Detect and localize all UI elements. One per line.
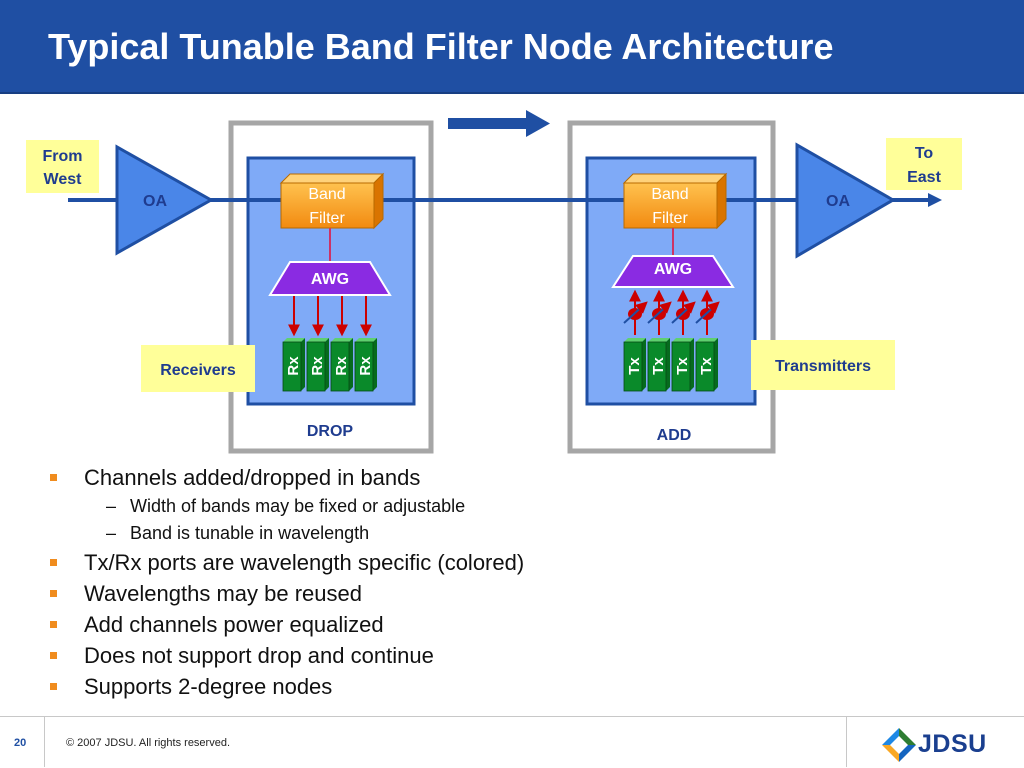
from-west-label-box (26, 140, 99, 193)
amplifier-west-label: OA (143, 193, 167, 210)
title-bar (0, 0, 1024, 92)
from-label-line1: From (43, 148, 83, 165)
jdsu-logo-text: JDSU (918, 730, 987, 758)
node-architecture-diagram: From West To East OA OA Band Filter Band… (26, 110, 962, 454)
bullet-marker (50, 621, 57, 628)
drop-label: DROP (307, 423, 354, 440)
rx-label: Rx (309, 356, 326, 376)
to-label-line1: To (915, 145, 934, 162)
tx-module (647, 338, 670, 392)
receivers-label-box (141, 345, 255, 392)
rx-label: Rx (357, 356, 374, 376)
sub-bullet-text: Width of bands may be fixed or adjustabl… (130, 496, 466, 516)
transmitters-label: Transmitters (775, 358, 871, 375)
bullet-text: Tx/Rx ports are wavelength specific (col… (84, 550, 525, 575)
add-band-filter (622, 172, 728, 230)
bullet-item: Tx/Rx ports are wavelength specific (col… (48, 547, 748, 578)
title-divider (0, 92, 1024, 94)
add-band-filter-label-1: Band (651, 186, 688, 203)
tx-modules (623, 338, 718, 392)
page-number: 20 (14, 737, 27, 749)
sub-bullet-dash: – (106, 523, 117, 543)
rx-module (354, 338, 377, 392)
bullet-text: Add channels power equalized (84, 612, 384, 637)
tx-label: Tx (674, 357, 691, 375)
footer-divider (0, 716, 1024, 717)
to-label-line2: East (907, 169, 941, 186)
sub-bullet-dash: – (106, 496, 117, 516)
copyright-text: © 2007 JDSU. All rights reserved. (66, 737, 231, 749)
drop-channel-arrows (288, 296, 372, 337)
slide-title: Typical Tunable Band Filter Node Archite… (48, 26, 834, 67)
bullet-text: Does not support drop and continue (84, 643, 434, 668)
bullet-marker (50, 559, 57, 566)
transmitters-label-box (751, 340, 895, 390)
bullet-marker (50, 474, 57, 481)
drop-awg-label: AWG (311, 271, 349, 288)
bullet-marker (50, 683, 57, 690)
bullet-text: Channels added/dropped in bands (84, 465, 421, 490)
drop-band-filter-label-2: Filter (309, 210, 345, 227)
bullet-item: Supports 2-degree nodes (48, 671, 748, 702)
tx-module (695, 338, 718, 392)
rx-label: Rx (285, 356, 302, 376)
receivers-label: Receivers (160, 362, 236, 379)
tx-module (671, 338, 694, 392)
tx-label: Tx (626, 357, 643, 375)
bullet-item: Wavelengths may be reused (48, 578, 748, 609)
add-band-filter-label-2: Filter (652, 210, 688, 227)
add-awg-label: AWG (654, 261, 692, 278)
bullet-list: Channels added/dropped in bands –Width o… (48, 462, 748, 702)
direction-arrow (448, 110, 550, 137)
bullet-text: Supports 2-degree nodes (84, 674, 333, 699)
bullet-item: Channels added/dropped in bands (48, 462, 748, 493)
bullet-text: Wavelengths may be reused (84, 581, 362, 606)
tx-label: Tx (698, 357, 715, 375)
rx-module (282, 338, 305, 392)
amplifier-west (115, 144, 215, 256)
drop-band-filter (279, 172, 385, 230)
sub-bullet-item: –Band is tunable in wavelength (48, 520, 748, 547)
drop-awg (268, 261, 392, 296)
bullet-marker (50, 590, 57, 597)
footer-separator (846, 717, 847, 767)
drop-band-filter-label-1: Band (308, 186, 345, 203)
bullet-item: Add channels power equalized (48, 609, 748, 640)
footer-separator (44, 717, 45, 767)
tx-label: Tx (650, 357, 667, 375)
add-label: ADD (657, 427, 692, 444)
sub-bullet-item: –Width of bands may be fixed or adjustab… (48, 493, 748, 520)
rx-label: Rx (333, 356, 350, 376)
jdsu-logo: JDSU (878, 724, 988, 764)
rx-module (306, 338, 329, 392)
bullet-item: Does not support drop and continue (48, 640, 748, 671)
rx-module (330, 338, 353, 392)
jdsu-logo-icon (882, 728, 916, 762)
sub-bullet-text: Band is tunable in wavelength (130, 523, 370, 543)
add-awg (611, 255, 735, 288)
to-east-label-box (886, 138, 962, 190)
tx-module (623, 338, 646, 392)
fiber-arrowhead (928, 193, 942, 207)
bullet-marker (50, 652, 57, 659)
amplifier-east (795, 142, 896, 259)
rx-modules (282, 338, 377, 392)
from-label-line2: West (44, 171, 83, 188)
amplifier-east-label: OA (826, 193, 850, 210)
variable-attenuators (623, 301, 720, 324)
